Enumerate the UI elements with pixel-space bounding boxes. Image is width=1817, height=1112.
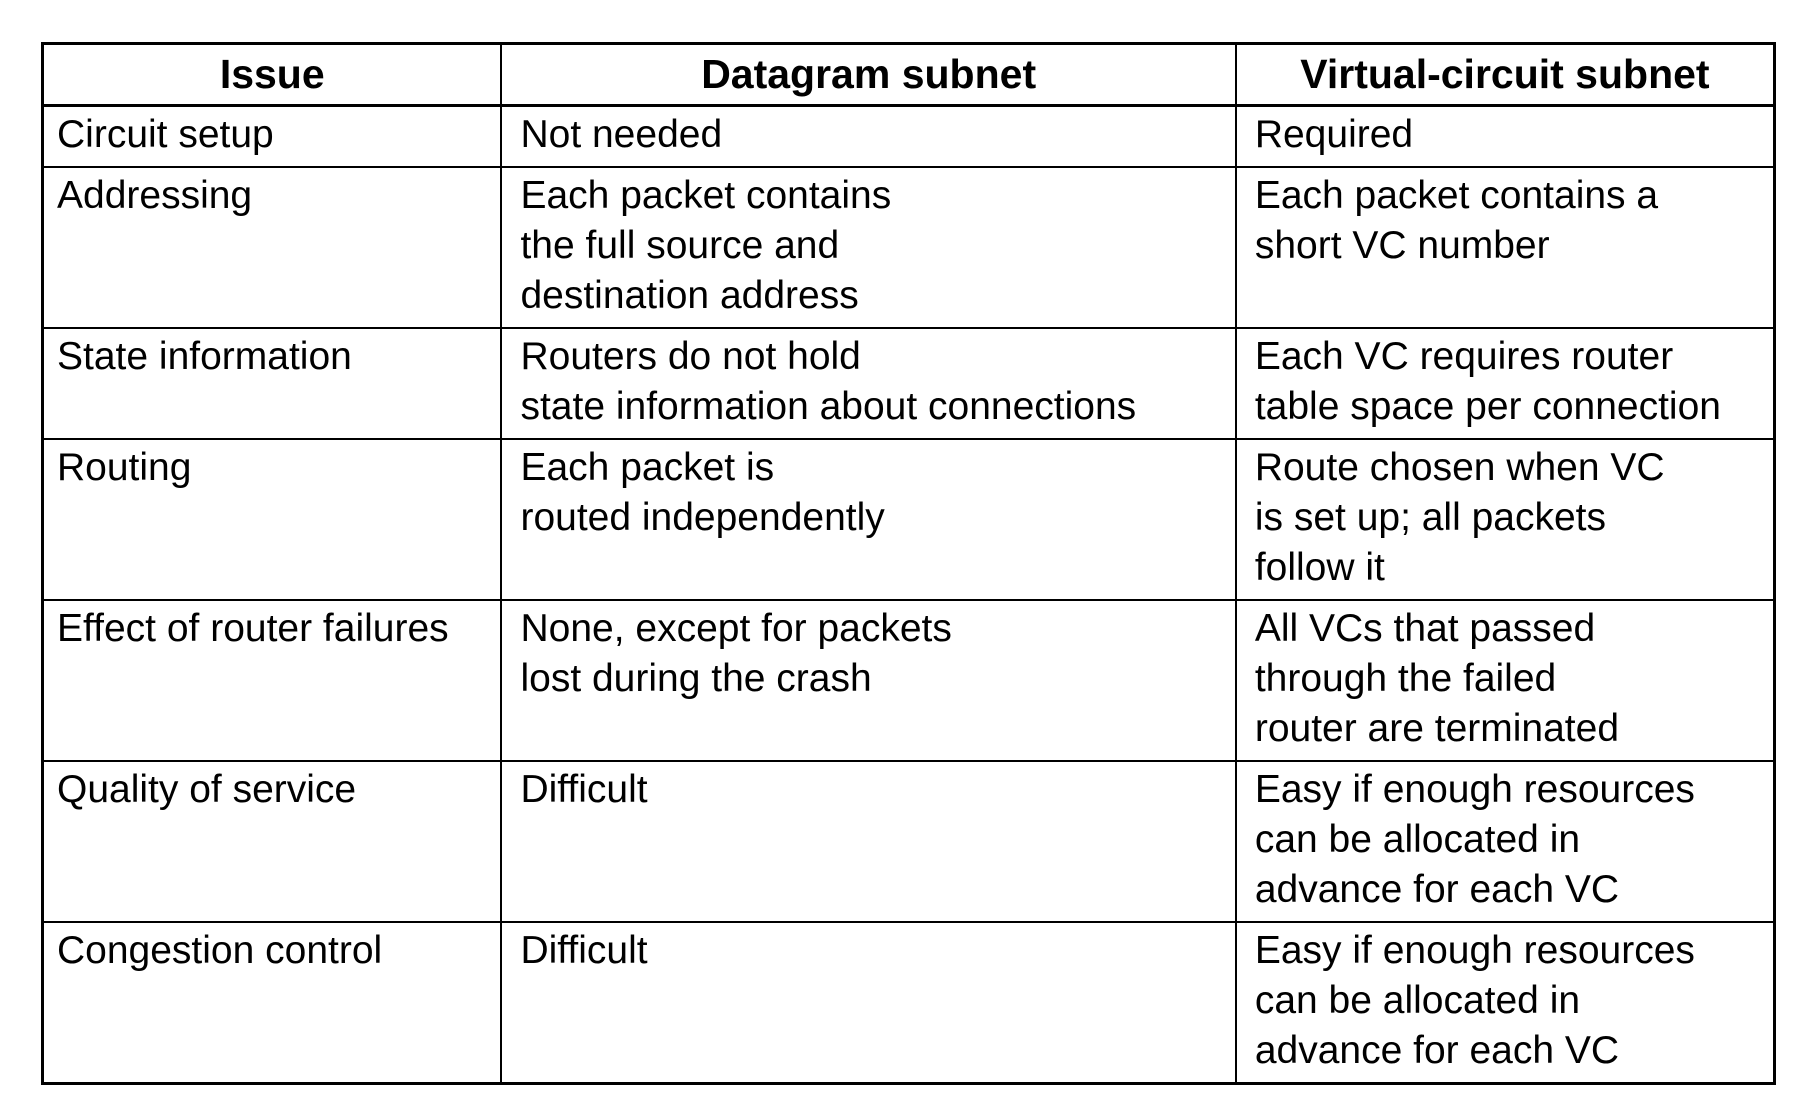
cell-issue: Routing (41, 438, 503, 601)
cell-issue: State information (41, 327, 503, 440)
cell-issue: Quality of service (41, 760, 503, 923)
cell-virtual-circuit: Required (1234, 104, 1776, 168)
cell-virtual-circuit: Easy if enough resources can be allocate… (1234, 921, 1776, 1085)
cell-datagram: Difficult (500, 921, 1237, 1085)
table-row-circuit-setup: Circuit setup Not needed Required (41, 104, 1776, 168)
column-header-issue: Issue (41, 42, 503, 107)
cell-datagram: Difficult (500, 760, 1237, 923)
table-row-routing: Routing Each packet is routed independen… (41, 438, 1776, 601)
table-body: Circuit setup Not needed Required Addres… (41, 104, 1776, 1085)
header-row: Issue Datagram subnet Virtual-circuit su… (41, 42, 1776, 107)
cell-datagram: Each packet is routed independently (500, 438, 1237, 601)
cell-virtual-circuit: Each VC requires router table space per … (1234, 327, 1776, 440)
cell-virtual-circuit: Route chosen when VC is set up; all pack… (1234, 438, 1776, 601)
table-row-effect-of-router-failures: Effect of router failures None, except f… (41, 599, 1776, 762)
cell-datagram: Each packet contains the full source and… (500, 166, 1237, 329)
cell-issue: Effect of router failures (41, 599, 503, 762)
cell-datagram: Routers do not hold state information ab… (500, 327, 1237, 440)
comparison-table: Issue Datagram subnet Virtual-circuit su… (41, 42, 1776, 1085)
column-header-datagram-subnet: Datagram subnet (500, 42, 1237, 107)
cell-issue: Circuit setup (41, 104, 503, 168)
table-row-state-information: State information Routers do not hold st… (41, 327, 1776, 440)
cell-datagram: None, except for packets lost during the… (500, 599, 1237, 762)
cell-virtual-circuit: Easy if enough resources can be allocate… (1234, 760, 1776, 923)
cell-issue: Congestion control (41, 921, 503, 1085)
cell-datagram: Not needed (500, 104, 1237, 168)
table-row-congestion-control: Congestion control Difficult Easy if eno… (41, 921, 1776, 1085)
cell-virtual-circuit: Each packet contains a short VC number (1234, 166, 1776, 329)
table-row-quality-of-service: Quality of service Difficult Easy if eno… (41, 760, 1776, 923)
figure-canvas: Issue Datagram subnet Virtual-circuit su… (0, 42, 1817, 1112)
cell-issue: Addressing (41, 166, 503, 329)
table-row-addressing: Addressing Each packet contains the full… (41, 166, 1776, 329)
cell-virtual-circuit: All VCs that passed through the failed r… (1234, 599, 1776, 762)
column-header-virtual-circuit-subnet: Virtual-circuit subnet (1234, 42, 1776, 107)
table-header: Issue Datagram subnet Virtual-circuit su… (41, 42, 1776, 107)
